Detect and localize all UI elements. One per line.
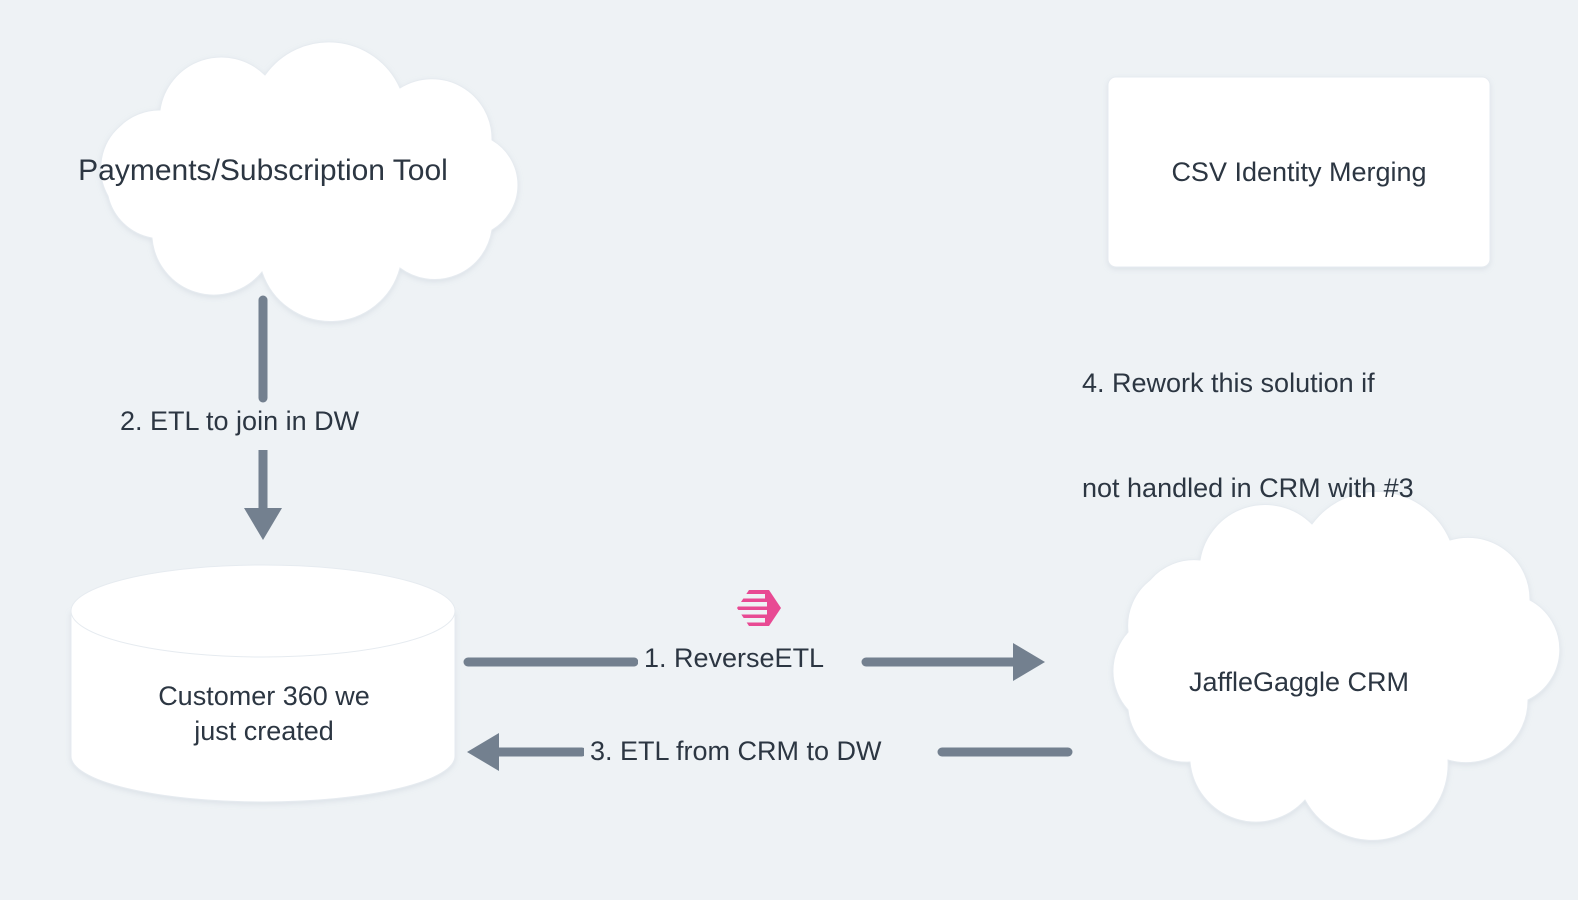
node-csv-box[interactable] (1107, 76, 1491, 268)
rework-note-line-1: 4. Rework this solution if (1082, 368, 1375, 399)
hightouch-logo-icon (733, 586, 785, 630)
hightouch-logo-svg (733, 590, 781, 626)
rework-note-line-2: not handled in CRM with #3 (1082, 473, 1414, 504)
node-payments-cloud[interactable] (100, 41, 519, 323)
edge-reverse-etl[interactable] (463, 643, 1045, 681)
edge-label-reverse-etl: 1. ReverseETL (638, 641, 831, 677)
edge-label-etl-join-dw: 2. ETL to join in DW (116, 404, 364, 440)
edge-arrowhead-down (244, 508, 282, 540)
cylinder-top (70, 564, 456, 658)
edge-arrowhead-right (1013, 643, 1045, 681)
edge-etl-join-dw[interactable] (244, 295, 282, 540)
csv-box-shape (1107, 76, 1491, 268)
edge-label-etl-crm-to-dw: 3. ETL from CRM to DW (584, 734, 888, 770)
rework-note: 4. Rework this solution if not handled i… (1082, 296, 1414, 577)
edge-etl-crm-to-dw[interactable] (467, 733, 1073, 771)
cylinder-body (70, 610, 456, 803)
edge-arrowhead-left (467, 733, 499, 771)
node-warehouse-cylinder[interactable] (70, 564, 456, 803)
cloud-shape (100, 41, 519, 323)
node-crm-cloud[interactable] (1112, 490, 1561, 841)
cloud-shape (1112, 490, 1561, 841)
